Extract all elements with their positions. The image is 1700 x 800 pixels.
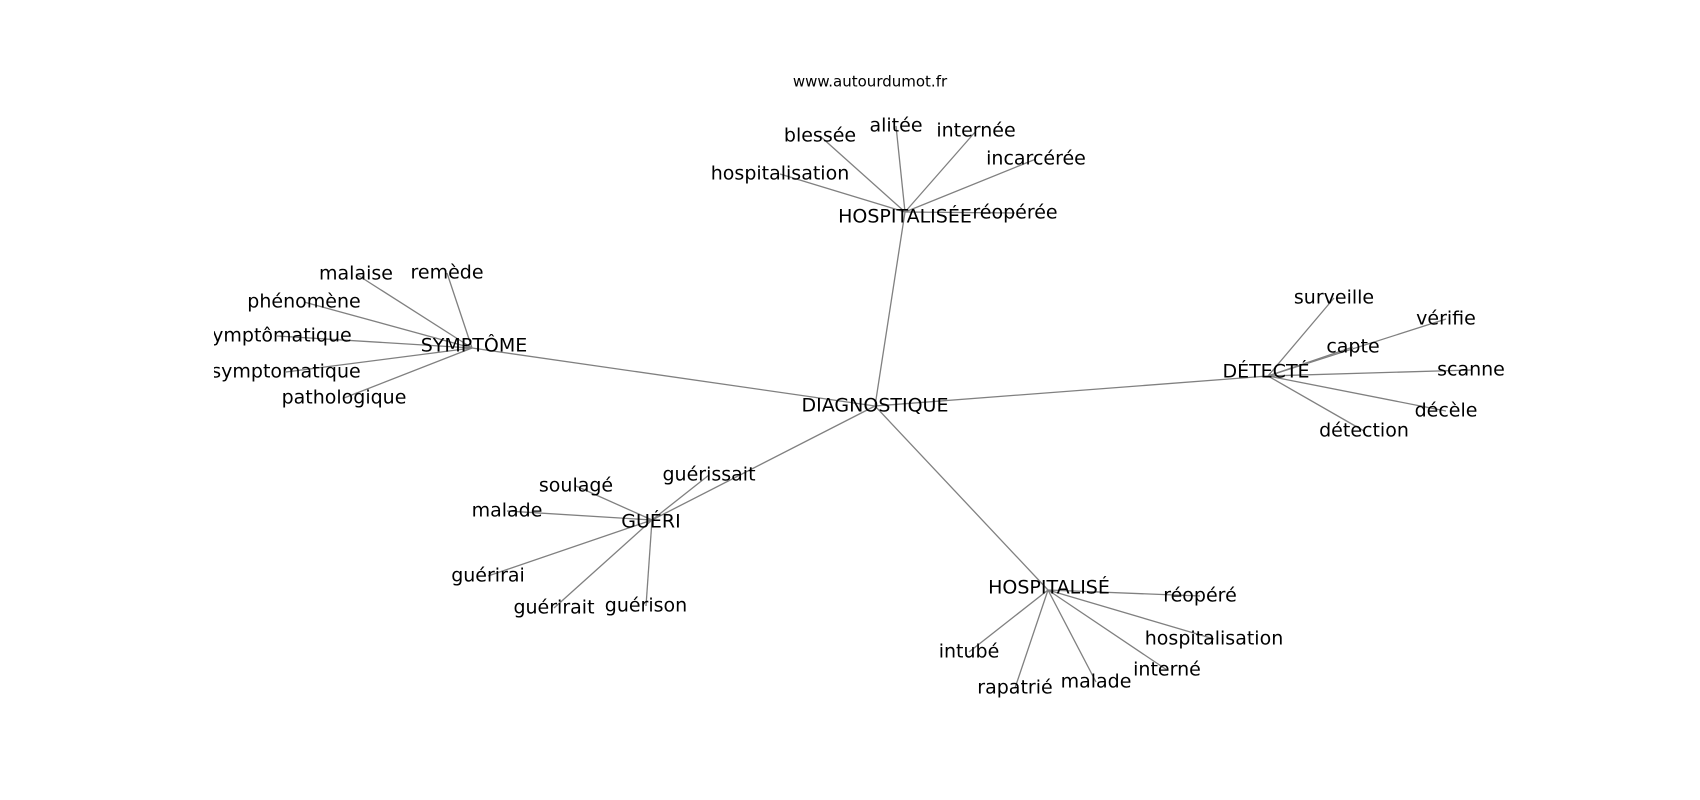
word-node-label: incarcérée	[986, 148, 1086, 170]
edge-hub-to-word	[904, 211, 1016, 214]
word-node-label: malaise	[319, 263, 393, 285]
word-node-label: intubé	[939, 641, 1000, 663]
edge-hub-to-word	[1267, 346, 1354, 377]
hub-node-label: SYMPTÔME	[421, 333, 527, 357]
word-node-label: rapatrié	[977, 677, 1052, 699]
edge-center-to-hub	[874, 211, 906, 407]
hub-node-label: DÉTECTÉ	[1222, 360, 1309, 383]
hub-node-label: GUÉRI	[621, 510, 680, 533]
edge-hub-to-word	[1267, 375, 1365, 432]
word-node-label: malade	[1061, 671, 1132, 693]
edge-hub-to-word	[1267, 375, 1447, 412]
word-node-label: guérirait	[513, 597, 594, 619]
hub-node-label: HOSPITALISÉ	[988, 576, 1110, 599]
edge-hub-to-word	[487, 519, 653, 577]
edge-hub-to-word	[904, 158, 1037, 213]
word-node-label: guérison	[605, 595, 687, 617]
edge-hub-to-word	[355, 273, 473, 349]
graph-edges	[276, 125, 1472, 689]
edge-hub-to-word	[651, 474, 710, 521]
word-node-label: internée	[936, 120, 1015, 142]
edge-hub-to-word	[553, 519, 653, 609]
edge-hub-to-word	[968, 589, 1049, 653]
word-node-label: scanne	[1437, 359, 1505, 381]
word-node-label: symptomatique	[211, 361, 360, 383]
edge-hub-to-word	[446, 272, 473, 349]
edge-center-to-hub	[471, 347, 876, 407]
graph-labels: www.autourdumot.fr DIAGNOSTIQUE HOSPITALI…	[202, 73, 1505, 699]
edge-hub-to-word	[819, 135, 906, 213]
word-node-label: réopérée	[972, 202, 1057, 224]
edge-hub-to-word	[1014, 589, 1049, 689]
word-node-label: capte	[1326, 336, 1379, 358]
edge-hub-to-word	[1267, 369, 1472, 377]
edge-center-to-hub	[651, 405, 876, 521]
word-node-label: hospitalisation	[711, 163, 850, 185]
word-node-label: alitée	[869, 115, 922, 137]
edge-hub-to-word	[779, 173, 906, 213]
edge-hub-to-word	[343, 347, 473, 399]
word-node-label: détection	[1319, 420, 1409, 442]
center-node-label: DIAGNOSTIQUE	[802, 395, 949, 417]
edge-hub-to-word	[303, 301, 473, 349]
left-crop-edge	[0, 0, 214, 800]
word-node-label: hospitalisation	[1145, 628, 1284, 650]
edge-hub-to-word	[895, 125, 906, 213]
edge-hub-to-word	[1267, 297, 1335, 377]
word-node-label: blessée	[784, 125, 856, 147]
edge-hub-to-word	[276, 335, 473, 349]
word-node-label: phénomène	[247, 291, 360, 313]
edge-hub-to-word	[1047, 589, 1097, 683]
word-node-label: pathologique	[282, 387, 407, 409]
edge-hub-to-word	[645, 519, 653, 607]
word-node-label: malade	[472, 500, 543, 522]
edge-center-to-hub	[874, 405, 1049, 591]
edge-hub-to-word	[1047, 589, 1215, 640]
source-watermark: www.autourdumot.fr	[793, 73, 948, 91]
hub-node-label: HOSPITALISÉE	[838, 205, 972, 228]
word-node-label: surveille	[1294, 287, 1374, 309]
word-node-label: guérissait	[662, 464, 755, 486]
edge-center-to-hub	[874, 375, 1269, 407]
word-node-label: guérirai	[451, 565, 525, 587]
word-node-label: décèle	[1415, 400, 1478, 422]
edge-hub-to-word	[1047, 589, 1168, 671]
edge-hub-to-word	[506, 510, 653, 521]
word-node-label: vérifie	[1416, 308, 1476, 330]
word-node-label: interné	[1133, 659, 1201, 681]
word-node-label: remède	[410, 262, 483, 284]
word-node-label: symptômatique	[202, 325, 351, 347]
word-node-label: réopéré	[1163, 585, 1237, 607]
edge-hub-to-word	[575, 485, 653, 521]
edge-hub-to-word	[904, 130, 977, 213]
edge-hub-to-word	[1047, 589, 1201, 597]
word-node-label: soulagé	[539, 475, 613, 497]
edge-hub-to-word	[285, 347, 473, 373]
